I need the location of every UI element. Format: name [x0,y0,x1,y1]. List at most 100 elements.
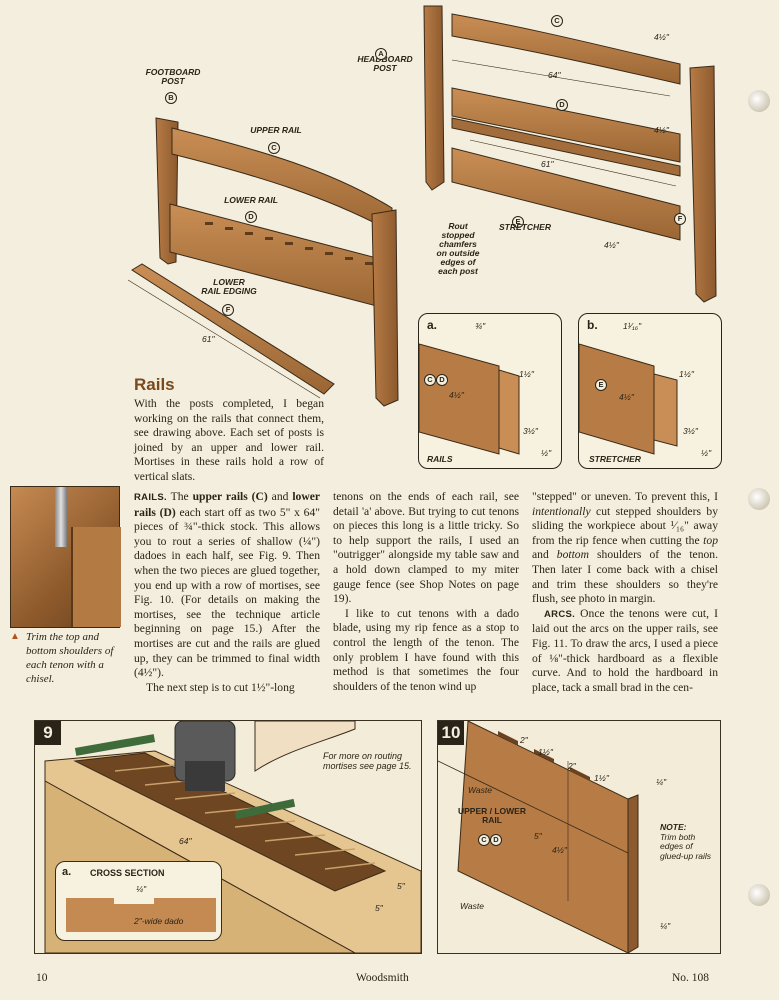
figure-10-dim-quarter-bot: ¼" [660,921,671,931]
right-post [689,65,717,303]
detail-a-1half: 1½" [519,369,534,379]
letter-d: D [245,211,257,223]
figure-10-dim-1half-b: 1½" [594,773,609,783]
column-1: RAILS. The upper rails (C) and lower rai… [134,490,320,695]
detail-b-4half: 4½" [619,392,634,402]
caption-arrow-icon: ▲ [10,631,20,642]
rails-heading: Rails [134,375,175,394]
figure-10-waste-top: Waste [468,785,492,795]
headboard-lower-rail-edging [451,117,681,177]
figure-9-note: For more on routing mortises see page 15… [323,751,412,771]
figure-10-drawing [438,721,639,953]
detail-b-1-1-16: 1¹⁄₁₆" [623,321,642,331]
letter-e: E [512,216,524,228]
tenon-block [71,527,121,627]
rails-paragraph-2: The next step is to cut 1½"-long [146,680,295,694]
detail-b-panel: b. E 1¹⁄₁₆" 1½" 4½" 3½" ½" STRETCHER [578,313,722,469]
figure-9: 9 For more on routing mortises see page … [34,720,422,954]
cross-section-drawing [66,898,216,932]
lower-rail-mortises [205,222,373,265]
detail-b-letter-e: E [595,379,607,391]
column-2: tenons on the ends of each rail, see det… [333,490,519,694]
stretcher [451,147,681,241]
figure-10-number: 10 [438,721,464,745]
rails-intro: With the posts completed, I began workin… [134,397,324,483]
figure-10-letter-d: D [490,834,502,846]
cross-section-quarter: ¼" [136,884,147,894]
figure-10-letter-c: C [478,834,490,846]
detail-a-half: ½" [541,448,552,458]
chisel-photo [10,486,121,628]
col3-paragraph-2: ARCS. Once the tenons were cut, I laid o… [532,606,718,694]
detail-a-3half: 3½" [523,426,538,436]
figure-10-dim-2a: 2" [520,735,528,745]
detail-a-letter-d: D [436,374,448,386]
figure-9-dim-5b: 5" [375,903,383,913]
rout-note: Rout stopped chamfers on outside edges o… [436,221,480,276]
figure-10-dim-4half: 4½" [552,845,567,855]
cross-section-dado: 2"-wide dado [134,916,184,926]
margin-caption: Trim the top and bottom shoulders of eac… [26,631,114,685]
detail-b-half: ½" [701,448,712,458]
issue-number: No. 108 [672,972,710,984]
col2-paragraph-1: tenons on the ends of each rail, see det… [333,490,519,606]
letter-c: C [268,142,280,154]
detail-a-drawing [419,343,520,455]
letter-a: A [375,48,387,60]
upper-rail-label: UPPER RAIL [250,125,302,135]
binder-hole-top [748,90,770,112]
cross-section-title: CROSS SECTION [90,868,165,878]
figure-10-waste-bottom: Waste [460,901,484,911]
detail-b-3half: 3½" [683,426,698,436]
binder-hole-middle [748,488,770,510]
binder-hole-bottom [748,884,770,906]
detail-b-drawing [579,343,678,455]
headboard-upper-rail [451,13,681,85]
col2-paragraph-2: I like to cut tenons with a dado blade, … [333,606,519,693]
detail-a-letter: a. [427,318,438,332]
detail-b-1half: 1½" [679,369,694,379]
headboard-lower-rail [451,87,681,163]
detail-a-3q: ¾" [475,321,486,331]
exploded-drawing [127,5,717,407]
figure-10-dim-5: 5" [534,831,542,841]
dim-4half-mid: 4½" [654,125,669,135]
lower-rail-edging-label: LOWER RAIL EDGING [201,277,257,296]
dim-4half-top: 4½" [654,32,669,42]
letter-d-right: D [556,99,568,111]
detail-b-letter: b. [587,318,598,332]
dim-64: 64" [548,70,561,80]
cross-section-inset: a. CROSS SECTION ¼" 2"-wide dado [55,861,222,941]
letter-f: F [222,304,234,316]
stretcher-label: STRETCHER [499,222,551,232]
dim-4half-bot: 4½" [604,240,619,250]
dim-line-61-left [127,279,321,399]
detail-b-label: STRETCHER [589,454,641,464]
figure-10-dim-2b: 2" [568,761,576,771]
dim-line-61-right [469,139,677,187]
chisel-blade [55,487,67,547]
magazine-name: Woodsmith [356,972,409,984]
headboard-post [423,5,445,191]
column-3: "stepped" or uneven. To prevent this, I … [532,490,718,695]
detail-a-letter-c: C [424,374,436,386]
figure-10-note: NOTE:Trim both edges of glued-up rails [660,822,712,861]
figure-9-number: 9 [35,721,61,745]
footboard-post-label: FOOTBOARD POST [145,67,201,86]
headboard-post-label: HEADBOARD POST [357,54,413,73]
figure-9-dim-5a: 5" [397,881,405,891]
figure-9-dim-64: 64" [179,836,192,846]
dim-61-left: 61" [202,334,215,344]
col3-paragraph-1: "stepped" or uneven. To prevent this, I … [532,490,718,606]
page-number: 10 [36,972,48,984]
figure-10-label: UPPER / LOWER RAIL [457,806,526,825]
dim-61-right: 61" [541,159,554,169]
letter-c-right: C [551,15,563,27]
figure-10: 10 2" 1½" 2" 1½" ¼" Waste UPPER / LOWER … [437,720,721,954]
footboard-post-right [371,209,399,407]
dim-line-64 [451,59,671,97]
cross-section-letter: a. [62,866,72,878]
detail-a-label: RAILS [427,454,453,464]
lower-rail-edging [131,263,335,395]
